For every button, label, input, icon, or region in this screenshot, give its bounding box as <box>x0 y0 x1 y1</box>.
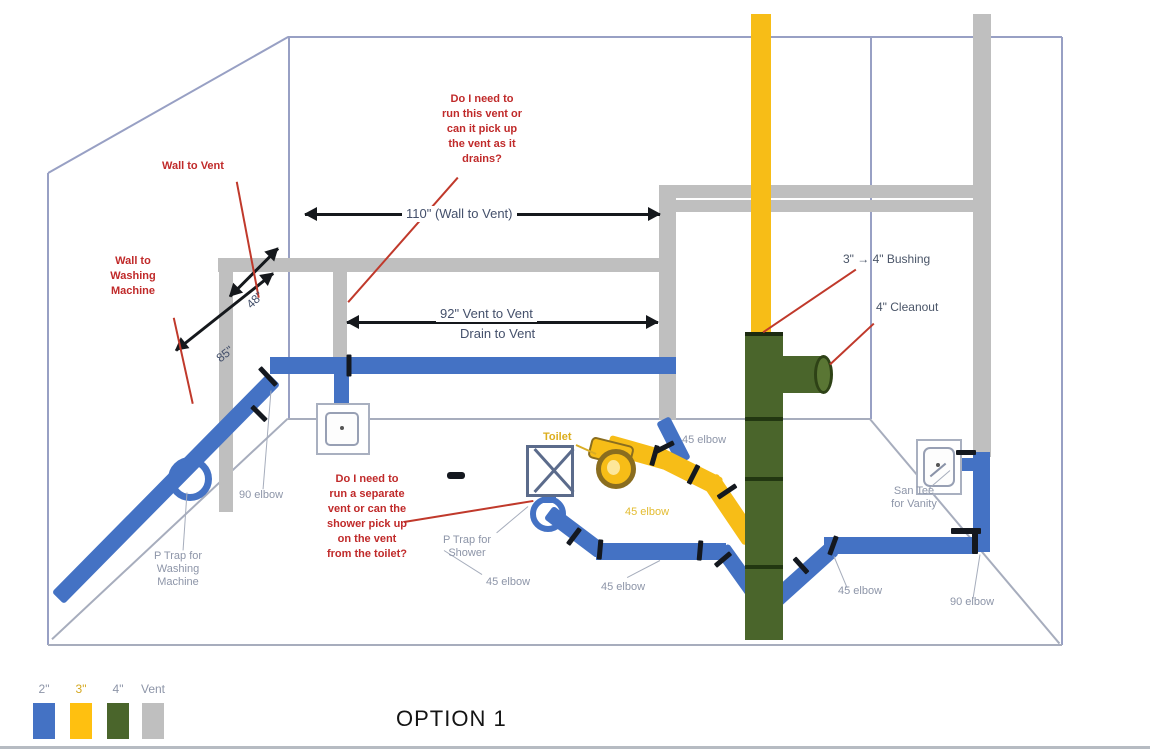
leader-ptrap-washing-machine <box>182 492 188 551</box>
dimension-arrow-92 <box>346 315 659 329</box>
fitting-mark <box>346 354 352 377</box>
cleanout-cap <box>814 355 833 394</box>
leader-bushing <box>762 269 857 334</box>
stack-coupling-1 <box>745 417 783 421</box>
washing-machine-drain-horizontal <box>270 357 676 374</box>
laundry-box-drain-dot <box>340 426 344 430</box>
dimension-92-label: 92" Vent to Vent <box>436 306 537 322</box>
p-trap-shower-label: P Trap for Shower <box>442 534 492 559</box>
room-floor-front-edge <box>48 644 1062 646</box>
vent-main-riser <box>659 185 676 420</box>
p-trap-washing-machine-loop <box>168 457 212 501</box>
legend-label-vent: Vent <box>140 682 166 696</box>
legend-label-2in: 2" <box>38 682 50 696</box>
vanity-sink-drain-dot <box>936 463 940 467</box>
shower-drain-box <box>526 445 575 497</box>
fitting-mark <box>951 528 981 534</box>
leader-45-elbow-right <box>833 556 848 589</box>
san-tee-vanity-label: San Tee for Vanity <box>891 485 937 510</box>
elbow-45-label-shower-2: 45 elbow <box>601 581 646 593</box>
elbow-45-label-toilet-line: 45 elbow <box>625 506 670 518</box>
legend-swatch-2in <box>33 703 55 739</box>
elbow-45-label-toilet-vent: 45 elbow <box>682 434 727 446</box>
vent-loop-left-riser <box>219 258 233 512</box>
legend-label-4in: 4" <box>112 682 124 696</box>
dimension-85-label: 85" <box>213 343 237 365</box>
laundry-standpipe-drop <box>334 372 349 410</box>
cleanout-label: 4" Cleanout <box>876 300 939 314</box>
elbow-45-label-shower-1: 45 elbow <box>486 576 531 588</box>
leader-90-elbow-right <box>972 554 981 600</box>
bushing-label: 3" → 4" Bushing <box>843 252 931 266</box>
leader-shower-question <box>403 499 534 523</box>
stack-bushing-joint <box>745 332 783 336</box>
room-floor-left-edge <box>51 418 289 640</box>
vent-ceiling-run-inner <box>672 200 991 212</box>
shower-drain-horizontal <box>596 543 726 560</box>
vanity-drain-horizontal <box>824 537 976 554</box>
vanity-drain-vertical <box>973 452 990 552</box>
elbow-45-label-vanity: 45 elbow <box>838 585 883 597</box>
room-left-front-edge <box>47 173 49 645</box>
toilet-bowl-center <box>607 460 620 475</box>
elbow-90-label-washing-machine: 90 elbow <box>239 489 284 501</box>
room-left-wall-top-edge <box>47 36 289 174</box>
leader-cleanout <box>829 323 875 366</box>
stack-coupling-2 <box>745 477 783 481</box>
vent-ceiling-run-outer <box>659 185 991 198</box>
wall-to-washing-machine-label: Wall to Washing Machine <box>110 255 156 297</box>
leader-wall-to-washing-machine <box>173 317 194 404</box>
stack-3in-vertical <box>751 14 771 335</box>
floor-mark <box>447 472 465 479</box>
drain-to-vent-label: Drain to Vent <box>456 326 540 342</box>
room-left-back-corner <box>288 37 290 419</box>
legend-swatch-4in <box>107 703 129 739</box>
page-bottom-edge <box>0 746 1150 749</box>
leader-vent-question <box>347 177 459 303</box>
laundry-box <box>316 403 370 455</box>
legend-label-3in: 3" <box>75 682 87 696</box>
fitting-mark <box>250 404 268 423</box>
legend-swatch-3in <box>70 703 92 739</box>
leader-ptrap-shower <box>496 506 529 534</box>
vent-loop-mid-riser <box>333 258 347 358</box>
room-back-wall-top-edge <box>288 36 1062 38</box>
fitting-mark <box>972 528 978 554</box>
toilet-label: Toilet <box>543 431 572 443</box>
vent-question-text: Do I need to run this vent or can it pic… <box>441 93 523 165</box>
room-right-front-edge <box>1061 37 1063 645</box>
diagram-title: OPTION 1 <box>396 706 507 731</box>
fitting-mark <box>956 450 976 455</box>
p-trap-washing-machine-label: P Trap for Washing Machine <box>153 550 203 588</box>
leader-45-elbow-shower-2 <box>626 560 661 578</box>
vent-stack-right <box>973 14 991 457</box>
vent-loop-top-rail <box>218 258 676 272</box>
stack-4in-main <box>745 333 783 640</box>
legend-swatch-vent <box>142 703 164 739</box>
room-right-back-corner <box>870 37 872 419</box>
room-floor-back-edge <box>288 418 870 420</box>
elbow-90-label-vanity: 90 elbow <box>950 596 995 608</box>
wall-to-vent-label: Wall to Vent <box>162 160 224 172</box>
dimension-110-label: 110" (Wall to Vent) <box>402 206 517 222</box>
shower-vent-question-text: Do I need to run a separate vent or can … <box>326 473 408 560</box>
stack-coupling-3 <box>745 565 783 569</box>
